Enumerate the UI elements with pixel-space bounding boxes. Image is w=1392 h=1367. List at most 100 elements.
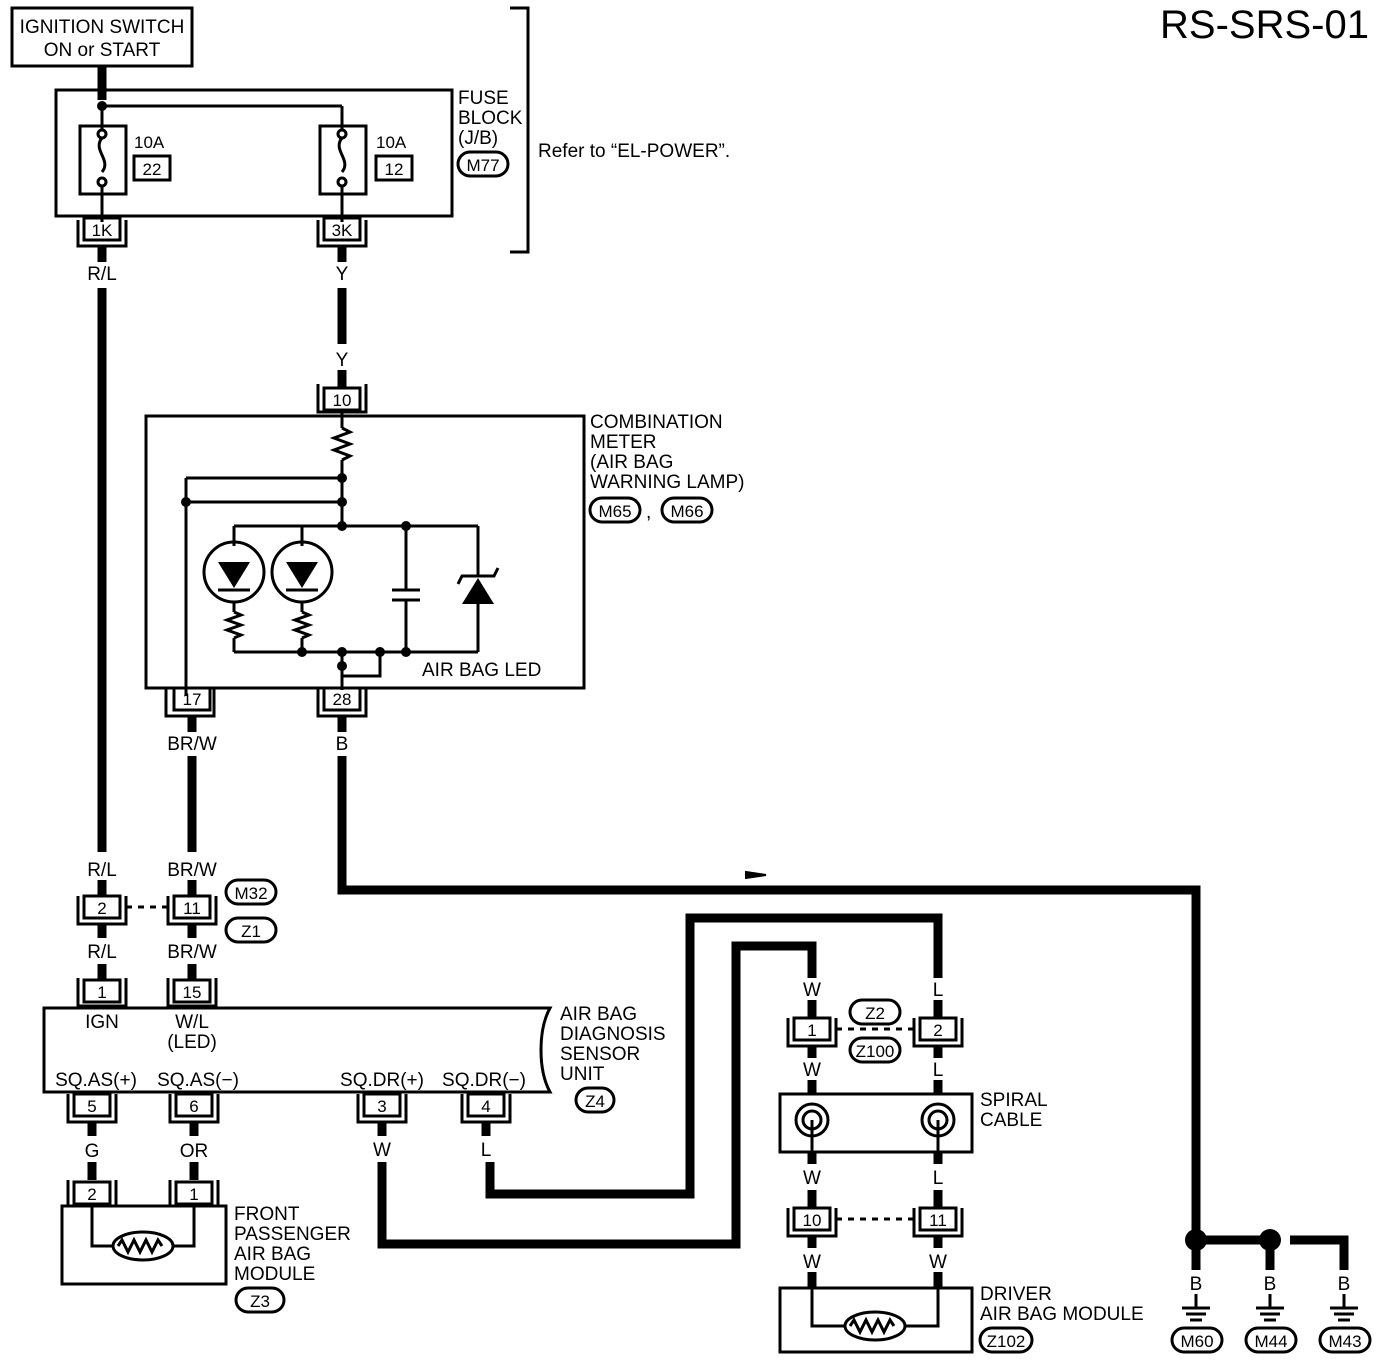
spiral-label-2: CABLE bbox=[980, 1110, 1042, 1131]
meter-label-3: (AIR BAG bbox=[590, 452, 673, 473]
driver-label-1: DRIVER bbox=[980, 1284, 1052, 1305]
fuse-block-label-2: BLOCK bbox=[458, 108, 523, 129]
passenger-label-2: PASSENGER bbox=[234, 1224, 351, 1245]
meter-pin-17: 17 bbox=[183, 690, 202, 709]
wire-l-z2-top: L bbox=[933, 980, 944, 1001]
wire-b-top: B bbox=[336, 734, 349, 755]
wire-l-sensor: L bbox=[481, 1140, 492, 1161]
ignition-line1: IGNITION SWITCH bbox=[20, 17, 185, 38]
wire-l-z2-bottom: L bbox=[933, 1060, 944, 1081]
spiral-connector: 10 11 bbox=[786, 1206, 964, 1238]
svg-text:M44: M44 bbox=[1254, 1332, 1287, 1351]
sensor-pin-sqdr-plus: SQ.DR(+) bbox=[340, 1070, 424, 1091]
fuse-block: 10A 22 10A 12 FUSE BLOCK (J/B) M77 bbox=[54, 88, 523, 222]
fuse-22: 10A 22 bbox=[78, 124, 172, 222]
sensor-label-2: DIAGNOSIS bbox=[560, 1024, 666, 1045]
wire-l-spiral: L bbox=[933, 1168, 944, 1189]
driver-air-bag-module: DRIVER AIR BAG MODULE Z102 bbox=[778, 1284, 1144, 1354]
fuse-22-number: 22 bbox=[143, 160, 162, 179]
el-power-note: Refer to “EL-POWER”. bbox=[538, 141, 730, 162]
connector-z2: Z2 bbox=[865, 1004, 885, 1023]
connector-z4: Z4 bbox=[585, 1092, 605, 1111]
wire-g: G bbox=[85, 1141, 100, 1162]
fuse-block-connector: M77 bbox=[466, 156, 499, 175]
wire-rl-top: R/L bbox=[87, 264, 117, 285]
wire-rl-mid: R/L bbox=[87, 860, 117, 881]
sensor-label-3: SENSOR bbox=[560, 1044, 640, 1065]
connector-m32: M32 bbox=[234, 884, 267, 903]
svg-text:B: B bbox=[1264, 1274, 1277, 1295]
fuse-12: 10A 12 bbox=[318, 124, 414, 222]
svg-text:M43: M43 bbox=[1328, 1332, 1361, 1351]
wire-w-sensor: W bbox=[373, 1140, 391, 1161]
passenger-label-1: FRONT bbox=[234, 1204, 300, 1225]
passenger-label-4: MODULE bbox=[234, 1264, 315, 1285]
svg-text:2: 2 bbox=[97, 899, 106, 918]
svg-text:10: 10 bbox=[803, 1211, 822, 1230]
meter-connector-sep: , bbox=[646, 502, 651, 523]
wire-w-driver-2: W bbox=[929, 1252, 947, 1273]
sensor-pin-sqdr-minus: SQ.DR(−) bbox=[442, 1070, 526, 1091]
fuse-block-label-1: FUSE bbox=[458, 88, 509, 109]
meter-label-2: METER bbox=[590, 432, 657, 453]
sensor-pin-sqas-plus: SQ.AS(+) bbox=[55, 1070, 137, 1091]
svg-text:1: 1 bbox=[189, 1185, 198, 1204]
meter-label-4: WARNING LAMP) bbox=[590, 472, 744, 493]
wire-w-z2-top: W bbox=[803, 980, 821, 1001]
wire-y-bottom: Y bbox=[336, 350, 349, 371]
svg-text:2: 2 bbox=[87, 1185, 96, 1204]
sensor-pin-ign: IGN bbox=[85, 1012, 119, 1033]
wire-brw-top: BR/W bbox=[167, 734, 217, 755]
wire-rl-bottom: R/L bbox=[87, 942, 117, 963]
wire-brw-mid: BR/W bbox=[167, 860, 217, 881]
wire-w-z2-bottom: W bbox=[803, 1060, 821, 1081]
driver-label-2: AIR BAG MODULE bbox=[980, 1304, 1144, 1325]
diagram-id: RS-SRS-01 bbox=[1160, 3, 1369, 47]
meter-connector-m65: M65 bbox=[598, 502, 631, 521]
svg-text:1: 1 bbox=[97, 983, 106, 1002]
fuse-22-rating: 10A bbox=[134, 133, 165, 152]
svg-text:B: B bbox=[1338, 1274, 1351, 1295]
harness-m32-z1: 2 11 M32 Z1 bbox=[76, 878, 278, 944]
svg-text:1K: 1K bbox=[92, 221, 113, 240]
meter-pin-28: 28 bbox=[333, 690, 352, 709]
sensor-pin-wl: W/L bbox=[175, 1012, 209, 1033]
fuse-12-number: 12 bbox=[385, 160, 404, 179]
spiral-label-1: SPIRAL bbox=[980, 1090, 1048, 1111]
ignition-switch: IGNITION SWITCH ON or START bbox=[10, 6, 194, 68]
wire-or: OR bbox=[180, 1141, 209, 1162]
connector-z1: Z1 bbox=[241, 922, 261, 941]
ground-m43: B M43 bbox=[1318, 1274, 1372, 1354]
fuse-12-rating: 10A bbox=[376, 133, 407, 152]
svg-text:6: 6 bbox=[189, 1097, 198, 1116]
wire-w-spiral: W bbox=[803, 1168, 821, 1189]
connector-z100: Z100 bbox=[856, 1042, 895, 1061]
passenger-label-3: AIR BAG bbox=[234, 1244, 311, 1265]
svg-text:1: 1 bbox=[807, 1021, 816, 1040]
ground-m44: B M44 bbox=[1244, 1274, 1298, 1354]
svg-text:2: 2 bbox=[933, 1021, 942, 1040]
sensor-label-1: AIR BAG bbox=[560, 1004, 637, 1025]
terminal-1k: 1K bbox=[76, 216, 128, 248]
svg-text:3: 3 bbox=[377, 1097, 386, 1116]
wire-y-top: Y bbox=[336, 264, 349, 285]
connector-z102: Z102 bbox=[987, 1332, 1026, 1351]
svg-text:M60: M60 bbox=[1180, 1332, 1213, 1351]
spiral-cable: SPIRAL CABLE bbox=[778, 1090, 1048, 1154]
sensor-pin-sqas-minus: SQ.AS(−) bbox=[157, 1070, 239, 1091]
svg-text:4: 4 bbox=[481, 1097, 490, 1116]
meter-label-1: COMBINATION bbox=[590, 412, 723, 433]
ignition-line2: ON or START bbox=[44, 40, 161, 61]
wire-w-driver: W bbox=[803, 1252, 821, 1273]
fuse-block-label-3: (J/B) bbox=[458, 128, 498, 149]
svg-text:11: 11 bbox=[929, 1211, 947, 1230]
combination-meter: 10 bbox=[144, 384, 744, 718]
front-passenger-air-bag-module: 2 1 FRONT PASSENGER AIR BAG MODULE Z3 bbox=[60, 1180, 351, 1314]
air-bag-led-label: AIR BAG LED bbox=[422, 660, 541, 681]
svg-text:B: B bbox=[1190, 1274, 1203, 1295]
svg-text:15: 15 bbox=[183, 983, 202, 1002]
terminal-3k: 3K bbox=[316, 216, 368, 248]
ground-group: B M60 B M44 B M43 bbox=[1170, 1229, 1372, 1354]
air-bag-diagnosis-sensor-unit: 1 15 IGN W/L (LED) SQ.AS(+) SQ.AS(−) SQ.… bbox=[42, 978, 666, 1124]
